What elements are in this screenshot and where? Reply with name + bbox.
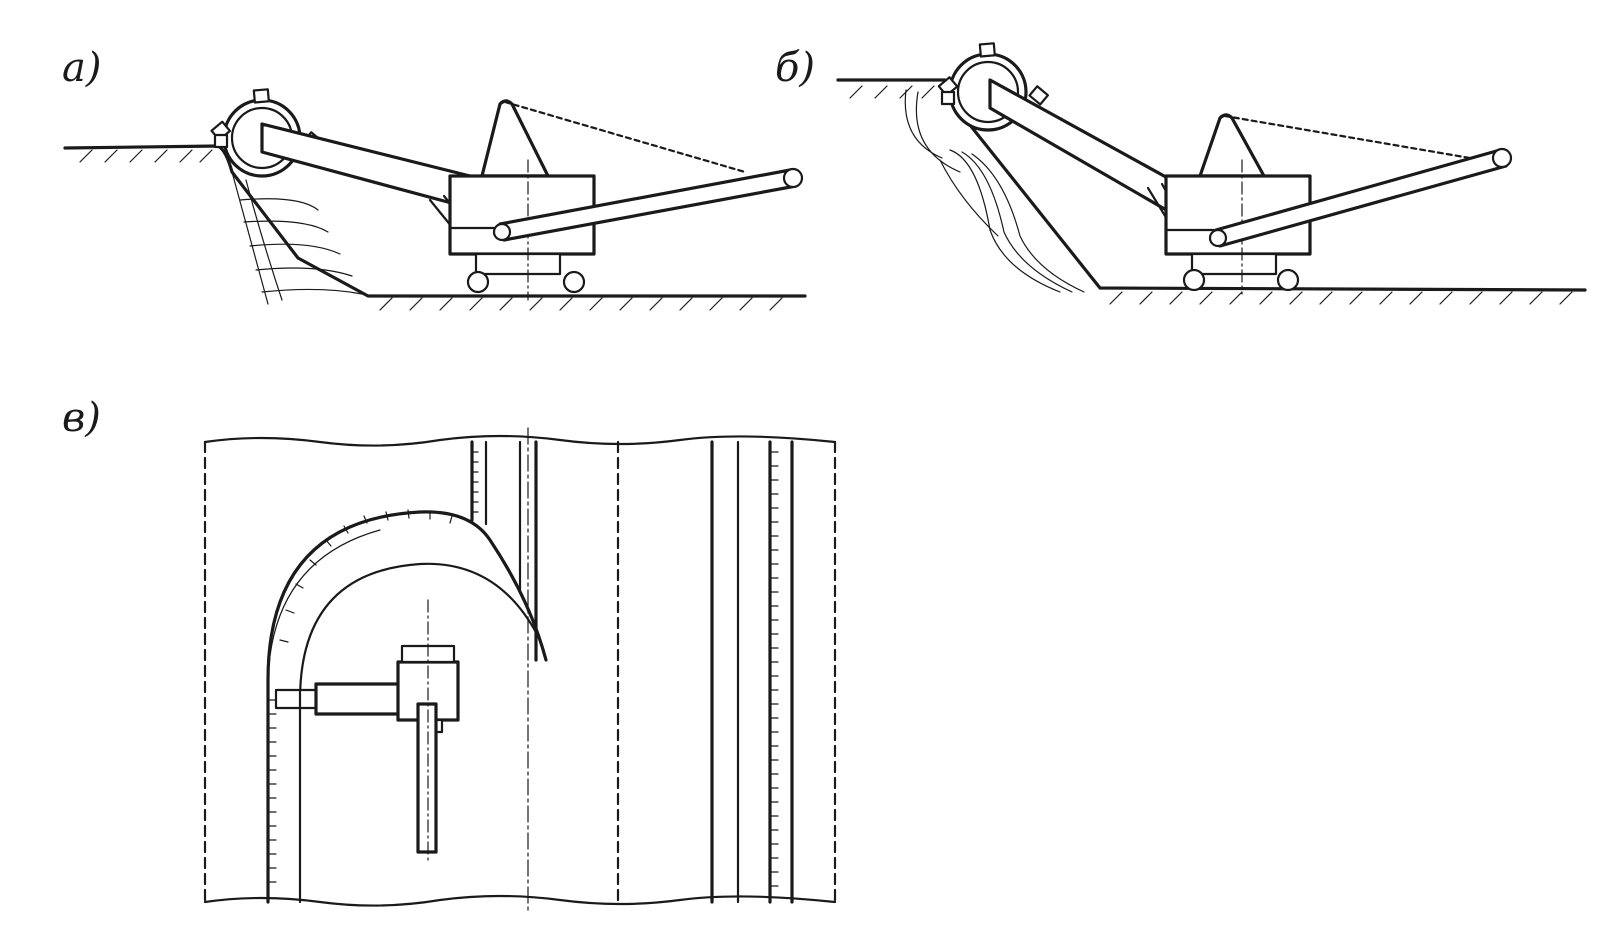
- panel-v-excavator: [274, 599, 460, 861]
- panel-a-mast: [480, 99, 550, 178]
- panel-b-cable: [1223, 114, 1472, 160]
- panel-v-trench: [470, 440, 538, 662]
- panel-label-b: б): [775, 45, 816, 91]
- panel-a-cable: [503, 100, 747, 174]
- panel-v-top-break: [203, 434, 837, 447]
- panel-v-plan-view: [203, 427, 837, 913]
- panel-a-ground-hatch: [79, 149, 783, 311]
- panel-a-undercarriage: [474, 252, 562, 276]
- panel-b-ground-hatch: [849, 85, 1573, 305]
- panel-v-bottom-break: [203, 894, 837, 907]
- panel-b-wheel-left: [1182, 268, 1206, 292]
- panel-b-face-layers: [904, 89, 1085, 293]
- panel-v-right-strips: [710, 440, 794, 904]
- panel-a-face-layers: [231, 171, 363, 305]
- panel-b-mast: [1198, 113, 1266, 178]
- panel-v-arc-cut: [266, 509, 548, 904]
- panel-label-v: в): [62, 395, 101, 441]
- panel-b-side-view: [836, 42, 1587, 305]
- panel-v-boom: [314, 682, 402, 716]
- panel-label-a: а): [62, 45, 102, 91]
- panel-a-wheel-right: [562, 270, 586, 294]
- panel-a-wheel-left: [466, 270, 490, 294]
- panel-b-wheel-right: [1276, 268, 1300, 292]
- panel-a-side-view: [63, 88, 807, 311]
- panel-b-undercarriage: [1190, 252, 1278, 276]
- panel-v-conveyor: [416, 702, 438, 854]
